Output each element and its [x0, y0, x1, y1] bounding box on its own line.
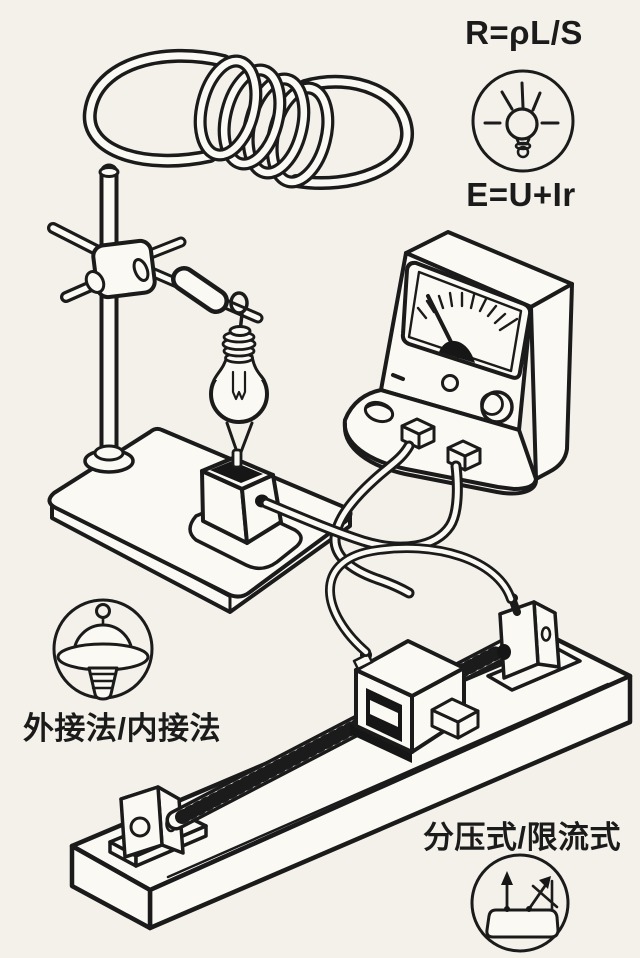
terminal-block [188, 456, 303, 571]
saturn-bulb-icon [52, 598, 154, 701]
contact-pin [231, 448, 243, 469]
meter-dial [400, 260, 533, 380]
rheostat-slider [350, 639, 480, 763]
analog-meter [342, 230, 574, 496]
formula-resistance-text: R=ρL/S [465, 14, 583, 51]
label-rheostat-modes-text: 分压式/限流式 [422, 820, 622, 855]
block-opening [210, 461, 263, 483]
meter-plug-2 [446, 439, 482, 472]
rheostat-arrows-icon [470, 853, 570, 953]
glowing-bulb-icon [471, 69, 575, 173]
slider-handle [430, 697, 480, 740]
label-measure-methods-text: 外接法/内接法 [22, 711, 222, 746]
resistance-wire-coil [82, 48, 414, 191]
needle-pivot [439, 340, 475, 363]
rheostat-jumper-wire [325, 543, 516, 657]
retort-stand [47, 163, 264, 474]
hook [229, 291, 249, 315]
sliding-rheostat [69, 543, 633, 931]
right-binding-post [486, 593, 582, 692]
nozzle-lines [225, 421, 254, 454]
meter-plug-1 [400, 417, 436, 450]
filament [231, 370, 247, 401]
dial-ticks [416, 291, 519, 332]
filament-bulb [209, 291, 269, 469]
formula-emf-text: E=U+Ir [466, 176, 576, 213]
